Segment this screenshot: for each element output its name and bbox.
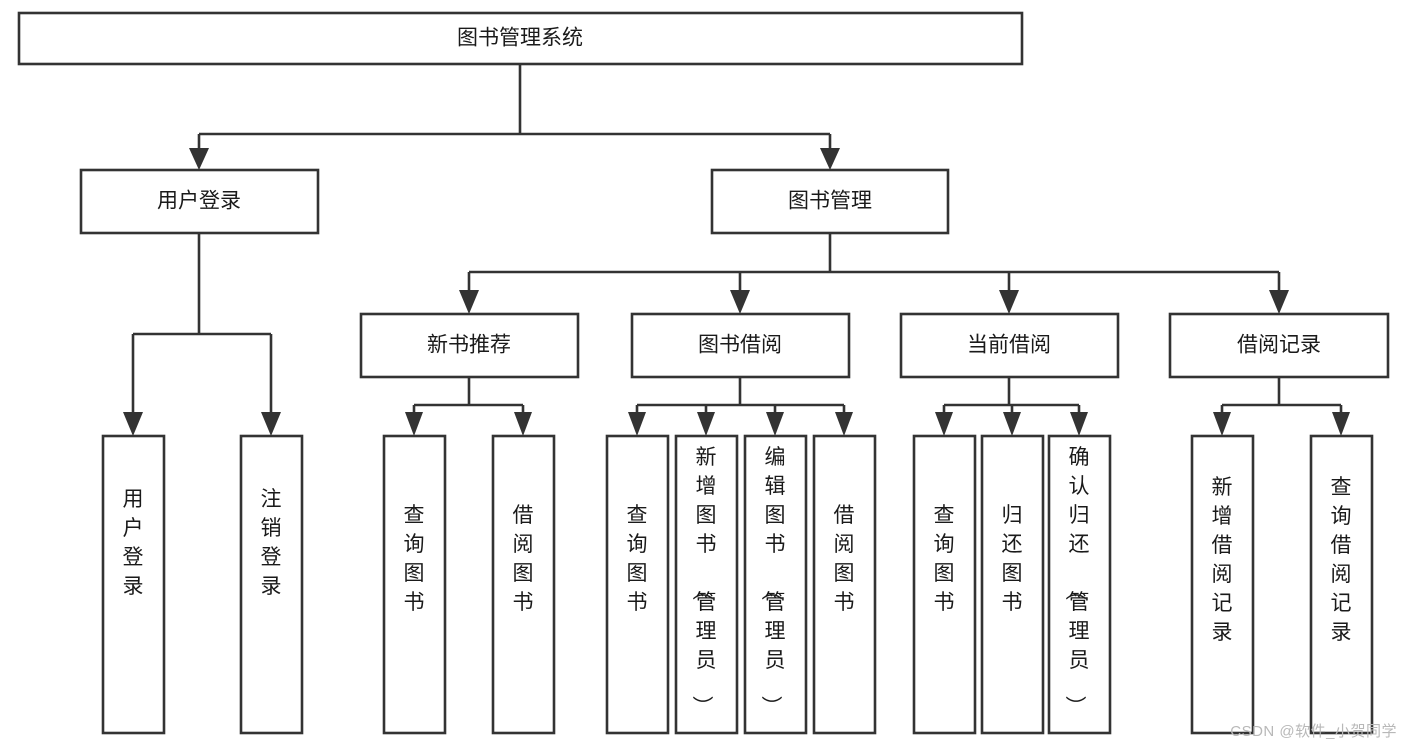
arrow-head-leaf-return-book <box>1003 412 1021 436</box>
node-leaf-edit-book-admin[interactable]: 编辑图书（管理员） <box>743 434 808 735</box>
node-leaf-query-book-3-box[interactable] <box>912 434 977 735</box>
node-leaf-return-book[interactable]: 归还图书 <box>980 434 1045 735</box>
node-current-borrow-box[interactable] <box>899 312 1120 379</box>
arrow-head-leaf-borrow-book-1 <box>514 412 532 436</box>
node-leaf-confirm-return-admin[interactable]: 确认归还（管理员） <box>1047 434 1112 735</box>
node-leaf-edit-book-admin-label: 编辑图书（管理员） <box>760 446 786 717</box>
arrow-head-leaf-add-borrow-record <box>1213 412 1231 436</box>
arrow-head-leaf-user-login <box>123 412 143 436</box>
node-root[interactable]: 图书管理系统 <box>17 11 1024 66</box>
node-root-box[interactable] <box>17 11 1024 66</box>
arrow-head-current-borrow <box>999 290 1019 314</box>
node-leaf-query-book-1[interactable]: 查询图书 <box>382 434 447 735</box>
node-leaf-borrow-book-2-box[interactable] <box>812 434 877 735</box>
node-user-login-label: 用户登录 <box>157 190 241 213</box>
arrow-head-leaf-query-book-2 <box>628 412 646 436</box>
arrow-head-leaf-edit-book-admin <box>766 412 784 436</box>
node-leaf-add-book-admin-box[interactable] <box>674 434 739 735</box>
connector-group-current-borrow <box>935 377 1088 436</box>
arrow-head-leaf-logout-login <box>261 412 281 436</box>
node-root-label: 图书管理系统 <box>457 27 583 50</box>
node-leaf-add-book-admin-label: 新增图书（管理员） <box>691 446 717 717</box>
connector-group-root <box>189 64 840 170</box>
node-leaf-borrow-book-2-label: 借阅图书 <box>834 504 855 614</box>
node-leaf-user-login[interactable]: 用户登录 <box>101 434 166 735</box>
node-leaf-confirm-return-admin-box[interactable] <box>1047 434 1112 735</box>
arrow-head-leaf-query-book-1 <box>405 412 423 436</box>
node-leaf-confirm-return-admin-label: 确认归还（管理员） <box>1064 446 1090 717</box>
arrow-head-leaf-borrow-book-2 <box>835 412 853 436</box>
arrow-head-leaf-confirm-return-admin <box>1070 412 1088 436</box>
node-borrow-record-box[interactable] <box>1168 312 1390 379</box>
node-leaf-query-borrow-record-box[interactable] <box>1309 434 1374 735</box>
node-new-book-recommend[interactable]: 新书推荐 <box>359 312 580 379</box>
node-leaf-query-book-2-label: 查询图书 <box>627 504 648 614</box>
arrow-head-new-book-recommend <box>459 290 479 314</box>
node-new-book-recommend-label: 新书推荐 <box>427 334 511 357</box>
arrow-head-user-login <box>189 148 209 170</box>
node-leaf-borrow-book-1-box[interactable] <box>491 434 556 735</box>
node-leaf-edit-book-admin-box[interactable] <box>743 434 808 735</box>
node-leaf-query-borrow-record[interactable]: 查询借阅记录 <box>1309 434 1374 735</box>
node-leaf-user-login-label: 用户登录 <box>123 488 144 598</box>
node-leaf-query-book-3-label: 查询图书 <box>934 504 955 614</box>
connector-group-user-login <box>123 233 281 436</box>
connector-group-book-borrow <box>628 377 853 436</box>
node-leaf-borrow-book-1-label: 借阅图书 <box>513 504 534 614</box>
node-leaf-borrow-book-2[interactable]: 借阅图书 <box>812 434 877 735</box>
node-leaf-return-book-box[interactable] <box>980 434 1045 735</box>
connector-group-borrow-record <box>1213 377 1350 436</box>
arrow-head-book-management <box>820 148 840 170</box>
arrow-head-leaf-add-book-admin <box>697 412 715 436</box>
node-leaf-query-book-1-label: 查询图书 <box>404 504 425 614</box>
node-leaf-return-book-label: 归还图书 <box>1002 504 1023 614</box>
node-leaf-query-book-2[interactable]: 查询图书 <box>605 434 670 735</box>
node-leaf-add-borrow-record[interactable]: 新增借阅记录 <box>1190 434 1255 735</box>
node-leaf-query-book-3[interactable]: 查询图书 <box>912 434 977 735</box>
connector-group-book-management <box>459 233 1289 314</box>
node-user-login-box[interactable] <box>79 168 320 235</box>
connector-group-new-book-recommend <box>405 377 532 436</box>
node-new-book-recommend-box[interactable] <box>359 312 580 379</box>
arrow-head-leaf-query-book-3 <box>935 412 953 436</box>
node-leaf-logout-login-box[interactable] <box>239 434 304 735</box>
node-leaf-borrow-book-1[interactable]: 借阅图书 <box>491 434 556 735</box>
node-book-borrow[interactable]: 图书借阅 <box>630 312 851 379</box>
node-book-management-box[interactable] <box>710 168 950 235</box>
node-leaf-logout-login-label: 注销登录 <box>261 488 282 598</box>
node-user-login[interactable]: 用户登录 <box>79 168 320 235</box>
node-leaf-query-book-1-box[interactable] <box>382 434 447 735</box>
node-current-borrow[interactable]: 当前借阅 <box>899 312 1120 379</box>
node-leaf-add-book-admin[interactable]: 新增图书（管理员） <box>674 434 739 735</box>
node-leaf-logout-login[interactable]: 注销登录 <box>239 434 304 735</box>
arrow-head-leaf-query-borrow-record <box>1332 412 1350 436</box>
node-book-borrow-label: 图书借阅 <box>698 334 782 357</box>
node-borrow-record[interactable]: 借阅记录 <box>1168 312 1390 379</box>
node-borrow-record-label: 借阅记录 <box>1237 334 1321 357</box>
node-book-management-label: 图书管理 <box>788 190 872 213</box>
node-book-management[interactable]: 图书管理 <box>710 168 950 235</box>
node-leaf-user-login-box[interactable] <box>101 434 166 735</box>
node-leaf-query-book-2-box[interactable] <box>605 434 670 735</box>
node-leaf-add-borrow-record-box[interactable] <box>1190 434 1255 735</box>
node-leaf-query-borrow-record-label: 查询借阅记录 <box>1331 476 1352 644</box>
node-leaf-add-borrow-record-label: 新增借阅记录 <box>1212 476 1233 644</box>
arrow-head-book-borrow <box>730 290 750 314</box>
node-book-borrow-box[interactable] <box>630 312 851 379</box>
node-current-borrow-label: 当前借阅 <box>967 334 1051 357</box>
arrow-head-borrow-record <box>1269 290 1289 314</box>
